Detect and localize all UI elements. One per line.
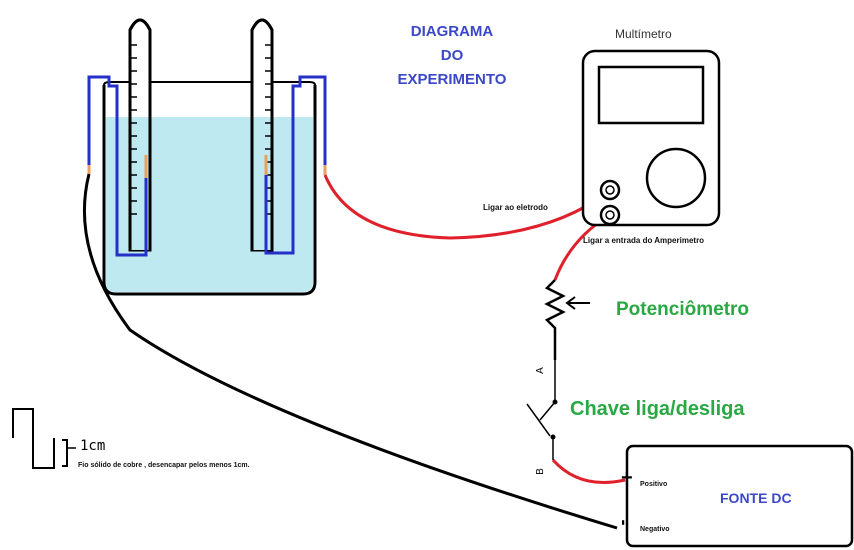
- port-ammeter-label: Ligar a entrada do Amperimetro: [583, 236, 705, 245]
- potentiometer-label: Potenciômetro: [616, 299, 750, 320]
- positive-sign: +: [621, 467, 633, 489]
- negative-terminal-label: Negativo: [640, 526, 670, 533]
- wire-switch-to-positive: [551, 458, 626, 484]
- switch-mark-a: A: [534, 367, 546, 374]
- multimeter-dial: [645, 147, 707, 209]
- multimeter: [581, 49, 721, 227]
- wire-sample-legend: [12, 408, 76, 469]
- multimeter-display: [597, 65, 705, 125]
- switch-mark-b: B: [534, 468, 546, 475]
- negative-sign: -: [614, 519, 635, 526]
- power-supply-label: FONTE DC: [720, 490, 792, 506]
- electrode-left: [87, 75, 148, 257]
- graduated-tube-right: [250, 18, 274, 252]
- diagram-title-line3: EXPERIMENTO: [397, 71, 507, 88]
- dc-power-supply: [625, 444, 854, 548]
- diagram-title: DIAGRAMA DO EXPERIMENTO: [388, 20, 516, 92]
- diagram-title-line1: DIAGRAMA: [410, 23, 494, 40]
- positive-terminal-label: Positivo: [640, 481, 668, 488]
- wire-electrode-to-multimeter: [323, 174, 609, 240]
- electrode-right: [264, 75, 327, 255]
- on-off-switch: [526, 401, 556, 460]
- legend-note: Fio sólido de cobre , desencapar pelos m…: [78, 462, 250, 469]
- power-supply-box: [625, 444, 854, 548]
- beaker-outline: [103, 81, 316, 86]
- wire-electrode-to-negative: [82, 173, 618, 530]
- potentiometer: [544, 279, 590, 405]
- multimeter-label: Multímetro: [615, 27, 672, 41]
- port-electrode-label: Ligar ao eletrodo: [483, 203, 548, 212]
- legend-measure: 1cm: [80, 438, 106, 454]
- switch-label: Chave liga/desliga: [570, 398, 745, 420]
- diagram-title-line2: DO: [440, 47, 464, 64]
